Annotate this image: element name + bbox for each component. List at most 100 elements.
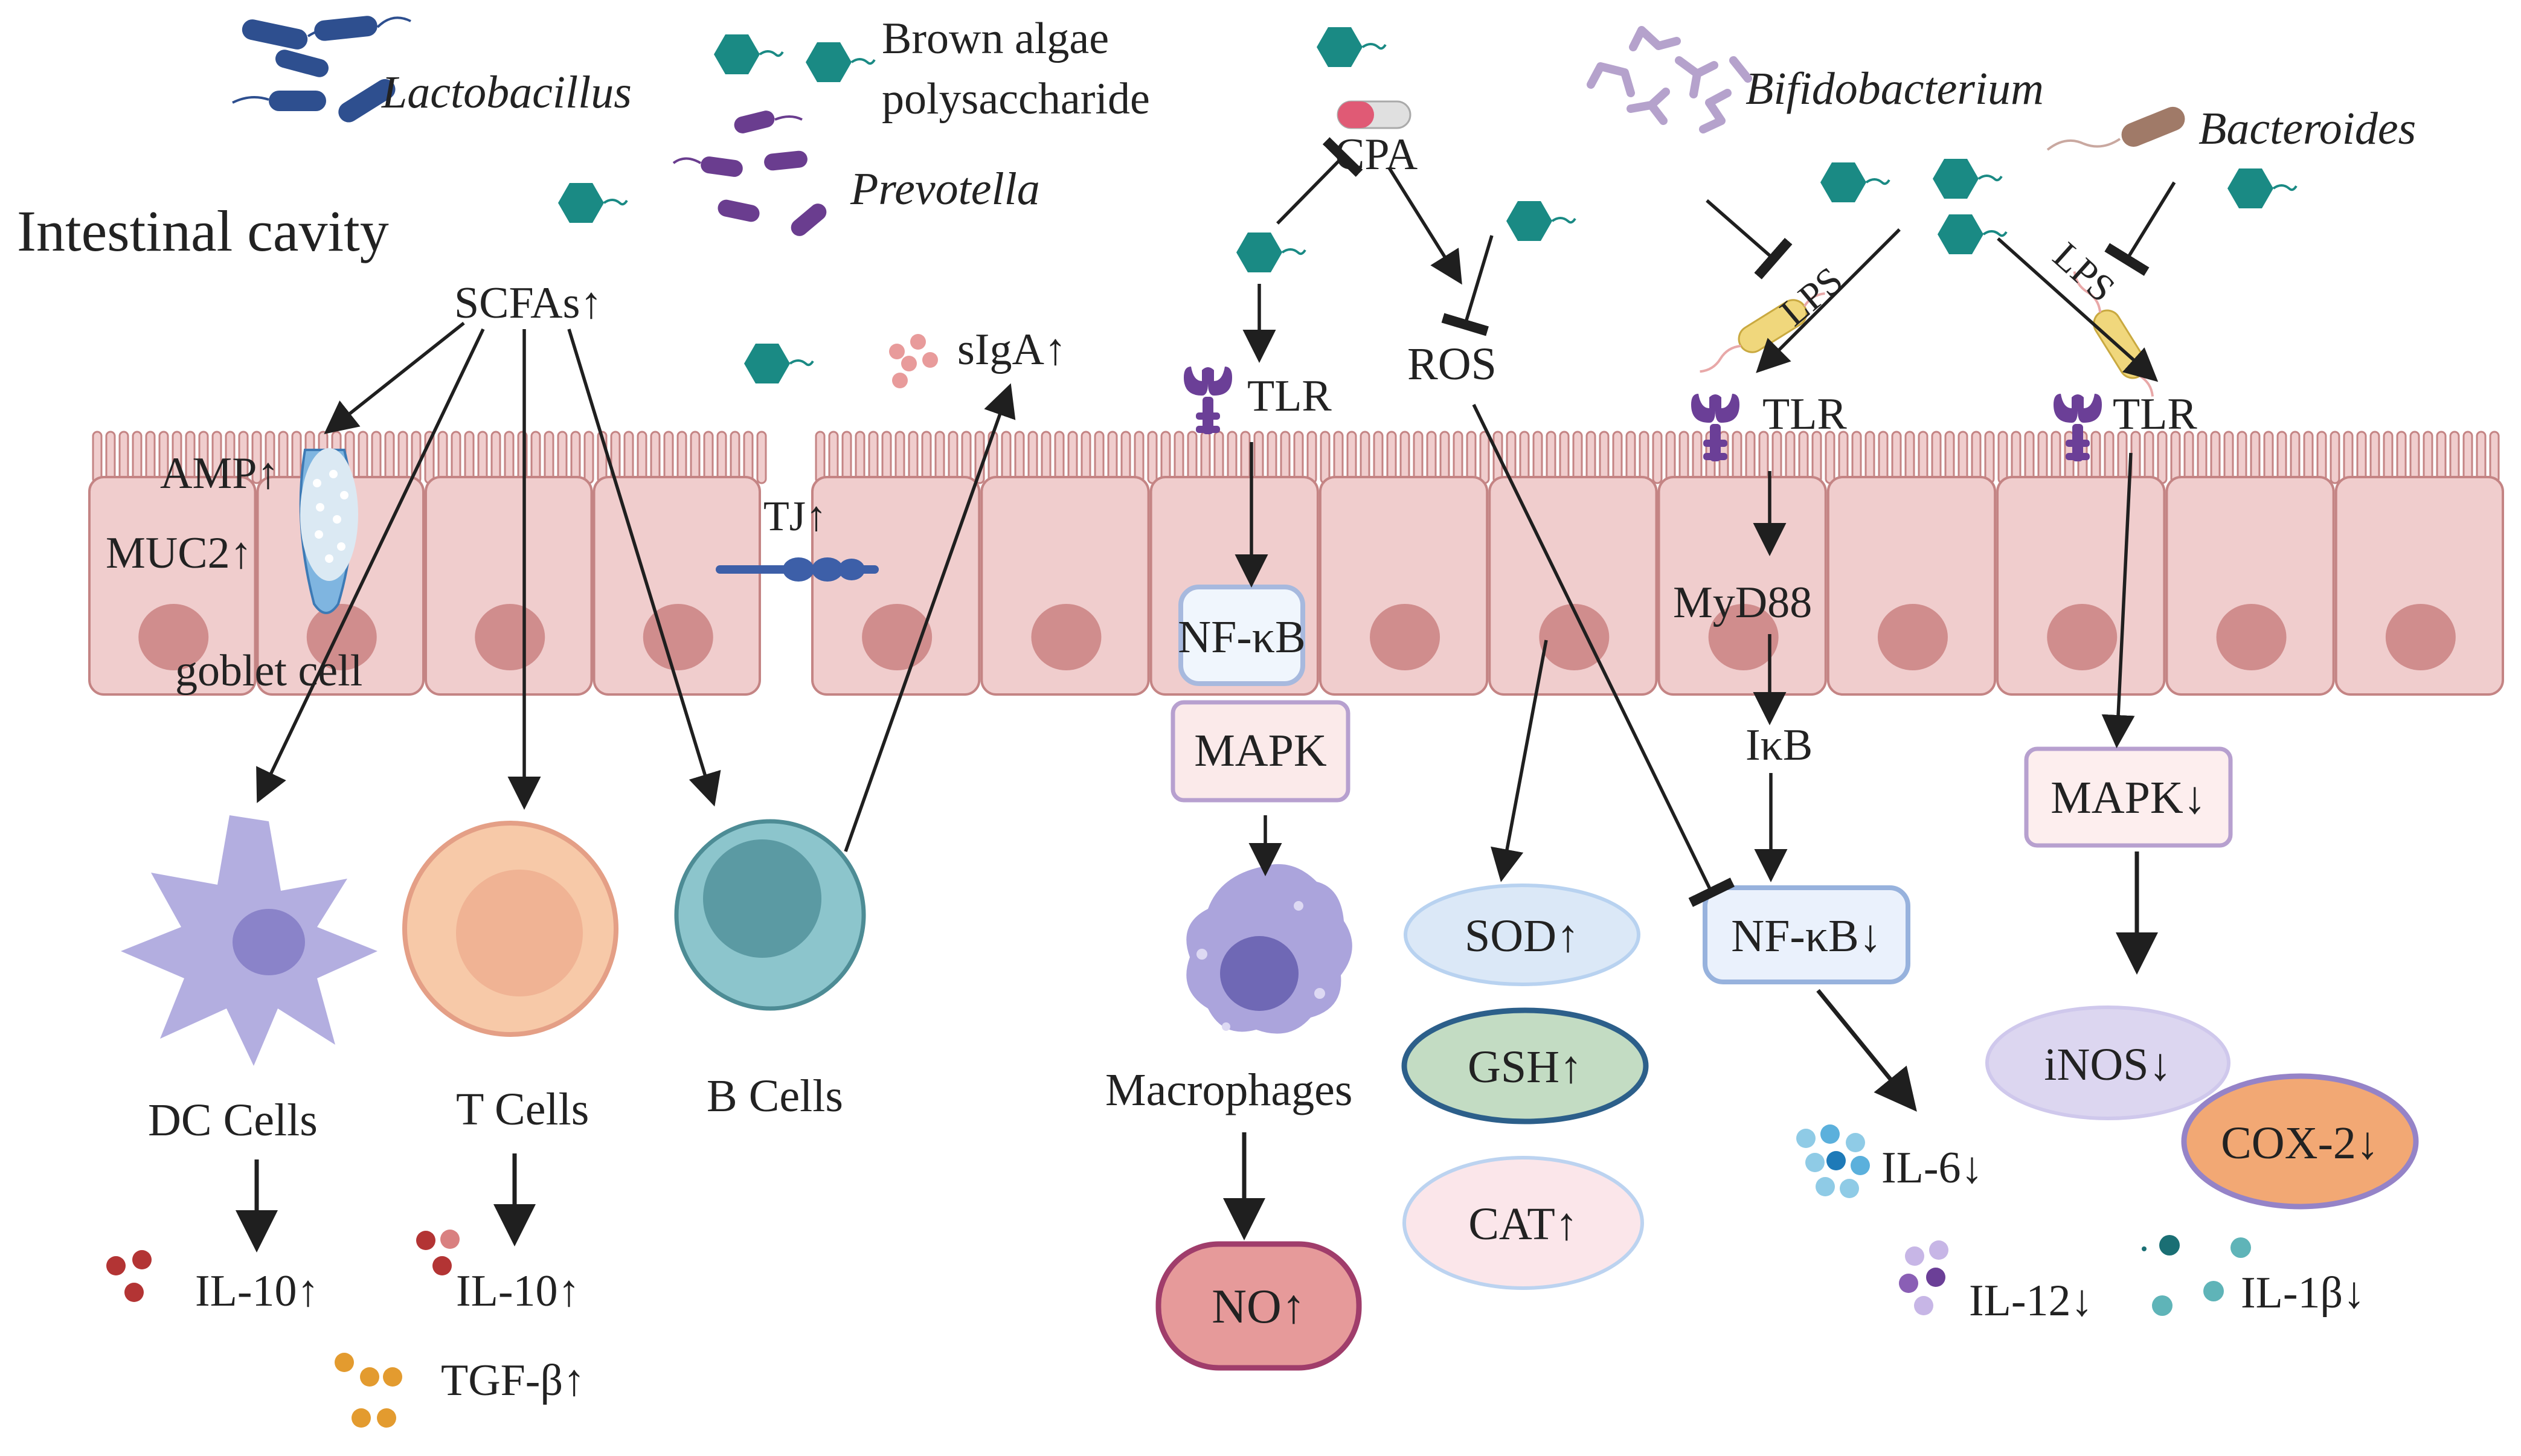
polysaccharide-hex-icon [1936,213,2008,255]
microvillus [1426,431,1437,484]
cell-nucleus [643,604,713,670]
microvillus [2037,431,2048,484]
microvillus [637,431,647,484]
bifidobacterium-icon [1587,26,1752,133]
microvillus [1253,431,1264,484]
microvillus [1678,431,1689,484]
microvillus [663,431,674,484]
microvillus [1413,431,1424,484]
myd88-label: MyD88 [1673,578,1812,627]
bacteroides-label: Bacteroides [2198,103,2416,154]
microvillus [1931,431,1942,484]
microvillus [1572,431,1583,484]
microvillus [1027,431,1038,484]
epithelium-layer [88,431,2504,696]
microvillus [2117,431,2128,484]
microvillus [105,431,116,484]
microvillus [2197,431,2208,484]
microvillus [2011,431,2022,484]
mapk-down-box [2024,746,2233,848]
microvillus [2290,431,2301,484]
microvillus [1585,431,1596,484]
prevotella-icon [672,111,827,236]
microvillus [1147,431,1158,484]
polysaccharide-hex-icon [557,182,628,224]
tlr-right1-label: TLR [1762,390,1847,439]
epithelial-cell [593,476,761,696]
microvillus [1399,431,1410,484]
microvillus [583,431,594,484]
microvillus [1758,431,1769,484]
microvillus [1546,431,1556,484]
microvillus [1041,431,1052,484]
microvillus [504,431,515,484]
microvillus [1134,431,1145,484]
tlr-mid-label: TLR [1247,371,1332,421]
microvillus [921,431,932,484]
bifidobacterium-label: Bifidobacterium [1745,63,2044,114]
il10-dc-molecules-icon [106,1250,152,1302]
il1b-label: IL-1β↓ [2241,1268,2365,1318]
microvillus [1174,431,1184,484]
microvillus [756,431,767,484]
cat-text: CAT↑ [1468,1199,1578,1249]
microvillus [716,431,727,484]
microvillus [132,431,143,484]
dc-cells-label: DC Cells [148,1095,318,1146]
microvillus [934,431,945,484]
microvillus [544,431,554,484]
microvillus [1120,431,1131,484]
microvillus [1745,431,1756,484]
epithelial-cell [811,476,981,696]
tight-junction-icon [716,557,879,582]
microvillus [1798,431,1809,484]
microvillus [1825,431,1835,484]
microvillus [1904,431,1915,484]
microvillus [451,431,461,484]
lactobacillus-label: Lactobacillus [381,67,632,118]
cell-nucleus [1370,604,1440,670]
bacteroides-icon [2046,106,2185,151]
sod-text: SOD↑ [1465,911,1579,961]
microvillus [1625,431,1636,484]
microvillus [1466,431,1477,484]
microvillus [1559,431,1570,484]
no-badge: NO↑ [1155,1241,1362,1371]
microvillus [1346,431,1357,484]
macrophages-label: Macrophages [1105,1065,1352,1115]
microvillus [251,431,262,484]
cell-nucleus [1708,604,1779,670]
b-cell-icon [674,819,866,1011]
microvillus [1785,431,1796,484]
epithelial-cell [2165,476,2335,696]
microvillus [2462,431,2473,484]
microvillus [2369,431,2380,484]
microvillus [2276,431,2287,484]
epithelial-cell [2334,476,2504,696]
siga-label: sIgA↑ [957,325,1067,374]
il10-t-molecules-icon [416,1230,460,1275]
cell-nucleus [306,604,377,670]
microvillus [1200,431,1211,484]
cell-nucleus [1539,604,1610,670]
microvillus [1864,431,1875,484]
microvillus [2330,431,2340,484]
t-cell-icon [402,821,618,1037]
microvillus [2144,431,2154,484]
nfkb-down-box [1703,885,1910,984]
cell-nucleus [475,604,545,670]
cox2-oval: COX-2↓ [2181,1073,2419,1210]
microvillus [2343,431,2354,484]
cpa-capsule-icon [1337,100,1411,129]
siga-molecules-icon [889,334,938,388]
microvillus [1971,431,1982,484]
epithelial-cell [1488,476,1658,696]
ikb-label: IκB [1745,720,1813,770]
goblet-cell-label: goblet cell [175,646,362,696]
microvillus [384,431,395,484]
microvillus [1732,431,1742,484]
tgfb-molecules-icon [335,1353,402,1428]
microvillus [1320,431,1331,484]
cell-nucleus [1877,604,1948,670]
